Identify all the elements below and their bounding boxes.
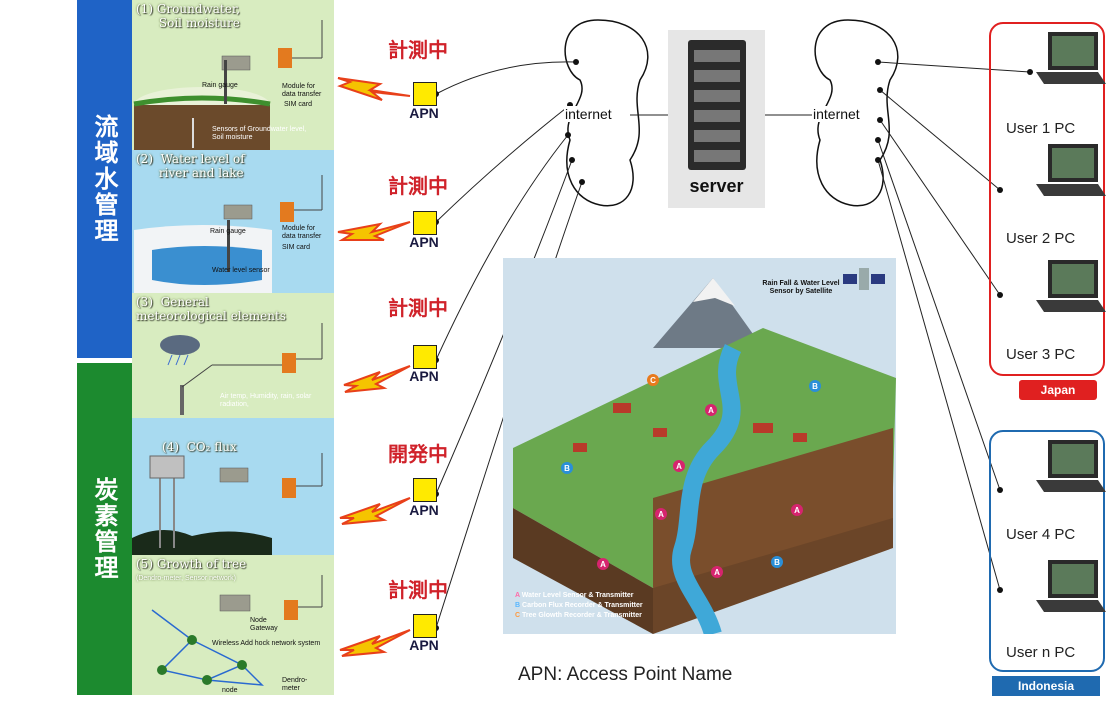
- met-elements-label: Air temp, Humidity, rain, solar radiatio…: [220, 393, 312, 408]
- legend-item: C Tree Glowth Recorder & Transmitter: [515, 612, 642, 619]
- user-pc[interactable]: User 3 PC: [1000, 258, 1113, 363]
- user-label: User 4 PC: [1006, 526, 1076, 543]
- user-pc[interactable]: User 1 PC: [1000, 30, 1113, 137]
- landscape-legend: A Water Level Sensor & Transmitter B Car…: [515, 592, 643, 620]
- lightning-icons: [337, 77, 411, 657]
- laptop-icon: [1036, 32, 1106, 84]
- apn-box: [413, 82, 437, 106]
- lightning-icon: [337, 221, 411, 241]
- indonesia-group: [989, 430, 1105, 672]
- status-label: 計測中: [388, 578, 448, 602]
- panel-title: (2) Water level of river and lake: [136, 152, 245, 180]
- module-label: Module for data transfer: [282, 83, 322, 98]
- apn-box: [413, 345, 437, 369]
- apn-box: [413, 614, 437, 638]
- laptop-icon: [1036, 440, 1106, 492]
- apn-label: APN: [409, 234, 439, 250]
- rain-gauge-label: Rain gauge: [210, 228, 246, 235]
- laptop-icon: [1036, 560, 1106, 612]
- wireless-network-label: Wireless Add hock network system: [212, 640, 321, 647]
- sim-card-label: SIM card: [282, 244, 311, 251]
- module-label: Module for data transfer: [282, 225, 322, 240]
- sim-card-label: SIM card: [284, 101, 313, 108]
- panel-title: (4) CO₂ flux: [162, 440, 237, 454]
- node-gateway-label: Node Gateway: [250, 617, 278, 632]
- panel-groundwater: (1) Groundwater, Soil moisture Rain gaug…: [132, 0, 334, 150]
- rain-gauge-label: Rain gauge: [202, 82, 238, 89]
- apn-box: [413, 478, 437, 502]
- panel-meteorological: (3) General meteorological elements Air …: [132, 293, 334, 418]
- status-label: 計測中: [388, 296, 448, 320]
- user-label: User 2 PC: [1006, 230, 1076, 247]
- panel-subtitle: (Dendro-meter, Sensor network): [136, 575, 236, 582]
- dendrometer-label: Dendro-meter: [282, 677, 308, 692]
- svg-text:C: C: [650, 376, 656, 385]
- svg-text:A: A: [676, 462, 682, 471]
- lightning-icon: [339, 629, 411, 657]
- svg-text:A: A: [708, 406, 714, 415]
- svg-text:A: A: [658, 510, 664, 519]
- groundwater-illustration: [133, 20, 323, 150]
- apn-label: APN: [409, 368, 439, 384]
- carbon-band-label: 炭素管理: [90, 477, 118, 581]
- laptop-icon: [1036, 260, 1106, 312]
- svg-text:B: B: [564, 464, 570, 473]
- panel-title: (5) Growth of tree: [136, 557, 247, 571]
- panel-title: (3) General meteorological elements: [136, 295, 286, 323]
- svg-text:A: A: [600, 560, 606, 569]
- watershed-management-band: 流域水管理: [77, 0, 132, 358]
- apn-footnote: APN: Access Point Name: [518, 664, 733, 685]
- sensor-network-illustration: [151, 575, 323, 686]
- status-label: 開発中: [388, 442, 448, 466]
- internet-label-right: internet: [812, 106, 861, 122]
- lightning-icon: [343, 365, 411, 393]
- japan-group: [989, 22, 1105, 376]
- panel-water-level: (2) Water level of river and lake Rain g…: [132, 150, 334, 293]
- japan-label: Japan: [1019, 380, 1097, 400]
- panel-title: (1) Groundwater, Soil moisture: [136, 2, 241, 30]
- panel-tree-growth: (5) Growth of tree (Dendro-meter, Sensor…: [132, 555, 334, 695]
- user-label: User 3 PC: [1006, 346, 1076, 363]
- server-label: server: [689, 176, 744, 196]
- sensor-label: Sensors of Groundwater level, Soil moist…: [212, 126, 307, 141]
- user-label: User 1 PC: [1006, 120, 1076, 137]
- indonesia-label: Indonesia: [992, 676, 1100, 696]
- user-pc[interactable]: User n PC: [1000, 558, 1113, 661]
- water-level-illustration: [134, 175, 323, 293]
- apn-label: APN: [409, 502, 439, 518]
- legend-item: B Carbon Flux Recorder & Transmitter: [515, 602, 643, 609]
- apn-label: APN: [409, 105, 439, 121]
- user-label: User n PC: [1006, 644, 1076, 661]
- satellite-label: Rain Fall & Water Level Sensor by Satell…: [762, 280, 840, 295]
- panel-co2-flux: (4) CO₂ flux: [132, 418, 334, 555]
- water-level-sensor-label: Water level sensor: [212, 267, 270, 274]
- lightning-icon: [337, 77, 411, 101]
- status-label: 計測中: [388, 38, 448, 62]
- user-pc[interactable]: User 2 PC: [1000, 142, 1113, 247]
- node-label: node: [222, 687, 238, 694]
- landscape-graphic: C B A B A A A A A B: [503, 258, 896, 634]
- svg-text:A: A: [714, 568, 720, 577]
- user-pc[interactable]: User 4 PC: [1000, 438, 1113, 543]
- server-icon: [668, 30, 765, 208]
- legend-item: A Water Level Sensor & Transmitter: [515, 592, 634, 599]
- apn-label: APN: [409, 637, 439, 653]
- apn-box: [413, 211, 437, 235]
- flux-tower-illustration: [132, 453, 323, 555]
- internet-label-left: internet: [564, 106, 613, 122]
- svg-text:A: A: [794, 506, 800, 515]
- carbon-management-band: 炭素管理: [77, 363, 132, 695]
- weather-illustration: [160, 323, 323, 415]
- watershed-band-label: 流域水管理: [90, 114, 118, 244]
- laptop-icon: [1036, 144, 1106, 196]
- landscape-illustration: C B A B A A A A A B Rain Fall & Water Le…: [503, 258, 896, 634]
- status-label: 計測中: [388, 174, 448, 198]
- lightning-icon: [339, 497, 411, 525]
- svg-text:B: B: [812, 382, 818, 391]
- svg-text:B: B: [774, 558, 780, 567]
